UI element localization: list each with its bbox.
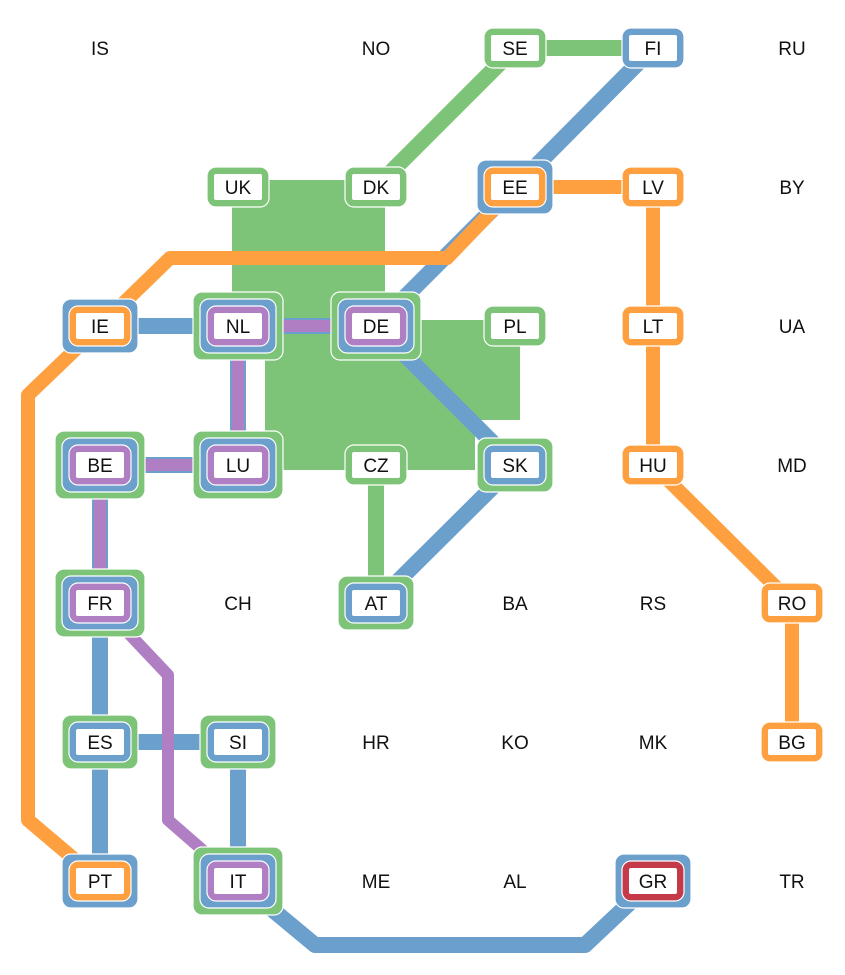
country-box-ie — [61, 298, 139, 354]
country-label-pt: PT — [88, 872, 113, 893]
country-box-se — [483, 27, 547, 69]
box-label-bg-se — [491, 35, 539, 61]
box-label-bg-at — [352, 590, 400, 616]
box-label-bg-nl — [214, 313, 262, 339]
country-boxes-layer — [54, 27, 824, 916]
country-label-se: SE — [502, 39, 527, 60]
country-labels-layer: IS NO SE FI RU UK DK EE LV BY IE NL DE PL LT UA BE LU CZ SK… — [87, 39, 806, 893]
box-label-bg-it — [214, 868, 262, 894]
country-label-lu: LU — [226, 456, 250, 477]
country-label-de: DE — [363, 317, 389, 338]
country-label-no: NO — [362, 39, 391, 60]
country-label-ko: KO — [501, 733, 528, 754]
country-label-gr: GR — [639, 872, 668, 893]
box-label-bg-hu — [629, 452, 677, 478]
country-box-ee — [476, 159, 554, 215]
country-label-hr: HR — [362, 733, 389, 754]
country-box-hu — [621, 444, 685, 486]
box-label-bg-si — [214, 729, 262, 755]
country-box-gr — [614, 853, 692, 909]
country-label-me: ME — [362, 872, 391, 893]
box-label-bg-es — [76, 729, 124, 755]
country-box-lt — [621, 305, 685, 347]
blue-link-it-gr — [230, 873, 661, 953]
orange-link-ee-ie — [93, 180, 522, 333]
box-label-bg-pt — [76, 868, 124, 894]
country-box-lv — [621, 166, 685, 208]
country-label-tr: TR — [779, 872, 804, 893]
country-label-ie: IE — [91, 317, 109, 338]
country-label-uk: UK — [225, 178, 252, 199]
box-label-bg-lt — [629, 313, 677, 339]
box-label-bg-de — [352, 313, 400, 339]
country-label-dk: DK — [363, 178, 390, 199]
country-box-at — [337, 575, 415, 631]
country-label-lv: LV — [642, 178, 664, 199]
country-label-sk: SK — [502, 456, 528, 477]
country-box-nl — [192, 291, 284, 361]
green-link-se-dk — [368, 40, 523, 195]
box-label-bg-ro — [768, 590, 816, 616]
box-label-bg-dk — [352, 174, 400, 200]
country-label-hu: HU — [639, 456, 666, 477]
country-label-rs: RS — [640, 594, 666, 615]
box-label-bg-pl — [491, 313, 539, 339]
country-label-by: BY — [779, 178, 805, 199]
country-label-fr: FR — [87, 594, 112, 615]
orange-link-hu-ro — [646, 458, 799, 610]
country-label-bg: BG — [778, 733, 805, 754]
country-label-nl: NL — [226, 317, 250, 338]
country-label-mk: MK — [639, 733, 668, 754]
country-label-is: IS — [91, 39, 109, 60]
country-label-si: SI — [229, 733, 247, 754]
country-box-uk — [206, 166, 270, 208]
country-box-it — [192, 846, 284, 916]
country-label-al: AL — [503, 872, 526, 893]
country-box-si — [199, 714, 277, 770]
box-label-bg-ie — [76, 313, 124, 339]
orange-link-ie-pt — [21, 319, 107, 888]
country-box-pt — [61, 853, 139, 909]
country-box-be — [54, 430, 146, 500]
country-box-ro — [760, 582, 824, 624]
country-label-it: IT — [230, 872, 247, 893]
country-label-ro: RO — [778, 594, 807, 615]
country-label-ba: BA — [502, 594, 528, 615]
country-box-de — [330, 291, 422, 361]
country-box-fi — [621, 27, 685, 69]
country-label-ch: CH — [224, 594, 251, 615]
country-label-es: ES — [87, 733, 112, 754]
box-label-bg-gr — [629, 868, 677, 894]
country-box-bg — [760, 721, 824, 763]
box-label-bg-cz — [352, 452, 400, 478]
country-label-fi: FI — [645, 39, 662, 60]
country-box-cz — [344, 444, 408, 486]
country-box-dk — [344, 166, 408, 208]
country-label-lt: LT — [643, 317, 664, 338]
box-label-bg-fi — [629, 35, 677, 61]
box-label-bg-uk — [214, 174, 262, 200]
country-label-ee: EE — [502, 178, 527, 199]
country-box-lu — [192, 430, 284, 500]
box-label-bg-fr — [76, 590, 124, 616]
country-box-es — [61, 714, 139, 770]
country-label-cz: CZ — [363, 456, 389, 477]
box-label-bg-be — [76, 452, 124, 478]
country-box-fr — [54, 568, 146, 638]
box-label-bg-lu — [214, 452, 262, 478]
country-label-md: MD — [777, 456, 807, 477]
box-label-bg-sk — [491, 452, 539, 478]
country-label-be: BE — [87, 456, 112, 477]
country-label-ru: RU — [778, 39, 805, 60]
country-label-at: AT — [365, 594, 388, 615]
box-label-bg-ee — [491, 174, 539, 200]
country-label-pl: PL — [503, 317, 526, 338]
country-box-pl — [483, 305, 547, 347]
country-box-sk — [476, 437, 554, 493]
box-label-bg-lv — [629, 174, 677, 200]
box-label-bg-bg — [768, 729, 816, 755]
country-label-ua: UA — [779, 317, 806, 338]
